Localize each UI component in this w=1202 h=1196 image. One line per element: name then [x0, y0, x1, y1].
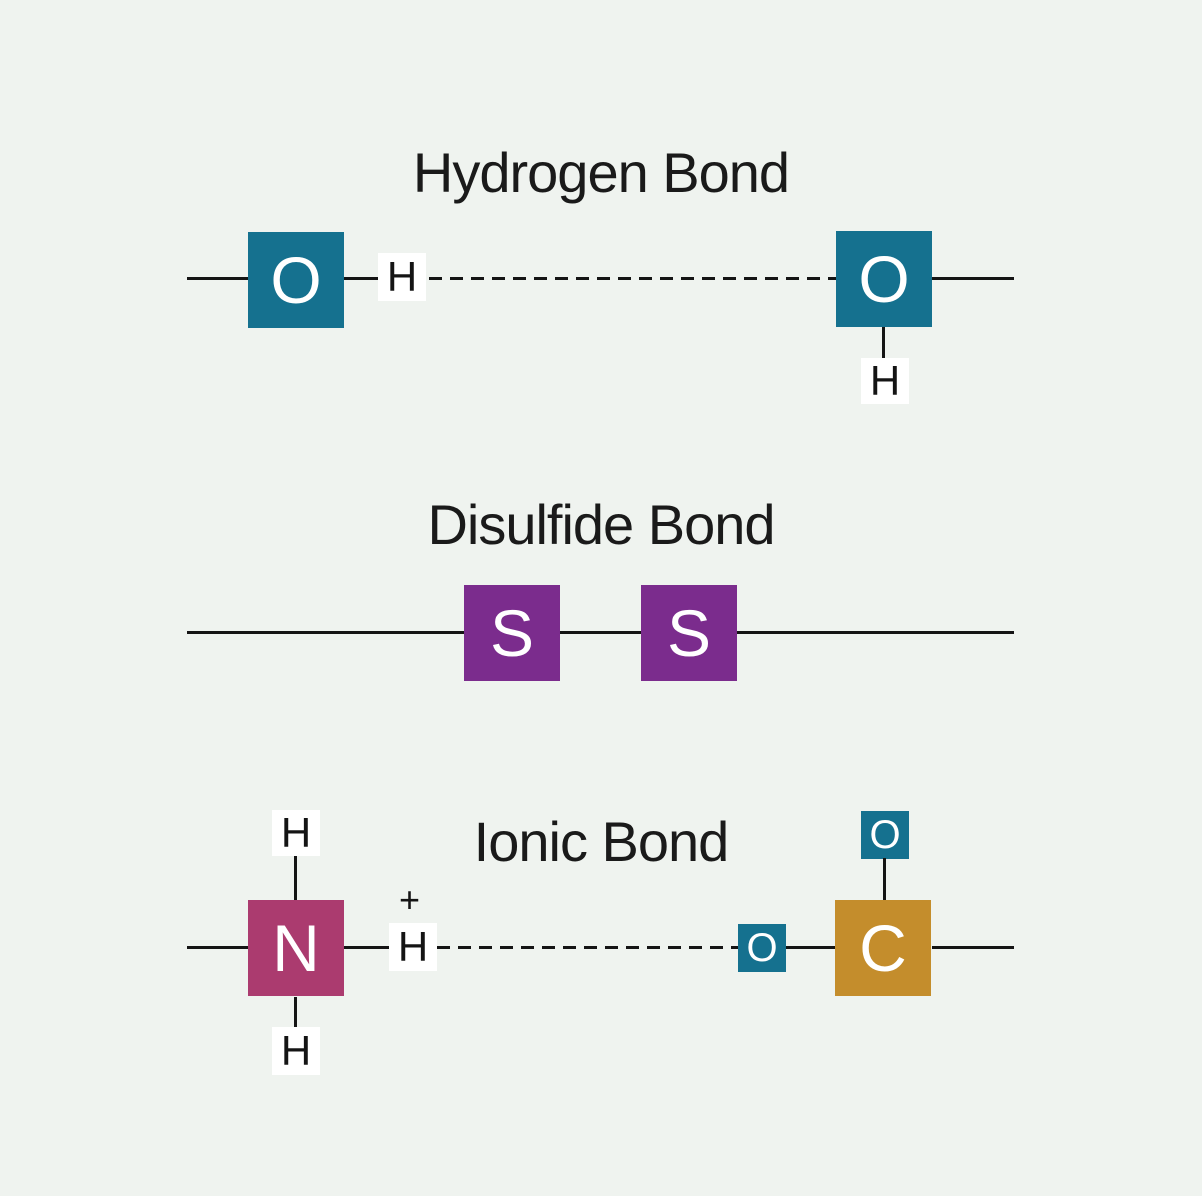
n-h-bond-line-top — [294, 856, 297, 900]
backbone-line-right — [932, 946, 1014, 949]
nitrogen-symbol: N — [272, 911, 320, 985]
carbon-atom: C — [835, 900, 931, 996]
sulfur-atom-left: S — [464, 585, 560, 681]
oxygen-atom-left: O — [248, 232, 344, 328]
hydrogen-label-below: H — [861, 357, 909, 404]
hydrogen-symbol: H — [280, 1027, 312, 1074]
carbon-symbol: C — [859, 911, 907, 985]
hydrogen-symbol: H — [397, 923, 429, 970]
oxygen-symbol: O — [869, 812, 901, 857]
oxygen-symbol: O — [270, 243, 322, 317]
n-h-bond-line — [344, 946, 389, 949]
o-h-covalent-bond-line — [344, 277, 378, 280]
c-o-bond-line-top — [883, 858, 886, 900]
n-h-bond-line-bottom — [294, 997, 297, 1027]
oxygen-atom-right: O — [836, 231, 932, 327]
oxygen-symbol: O — [746, 925, 778, 970]
ionic-bond-dashed-line — [437, 946, 738, 949]
hydrogen-symbol: H — [386, 253, 418, 300]
sulfur-atom-right: S — [641, 585, 737, 681]
hydrogen-bond-title: Hydrogen Bond — [412, 141, 790, 204]
backbone-line-left — [187, 946, 248, 949]
o-h-bond-line-below — [882, 327, 885, 358]
o-c-bond-line — [786, 946, 835, 949]
hydrogen-symbol: H — [280, 809, 312, 856]
hydrogen-label-bottom: H — [272, 1027, 320, 1075]
sulfur-symbol: S — [489, 596, 535, 670]
oxygen-atom-small: O — [738, 924, 786, 972]
backbone-line-left — [187, 631, 464, 634]
hydrogen-bond-dashed-line — [429, 277, 836, 280]
s-s-bond-line — [560, 631, 641, 634]
backbone-line-right — [932, 277, 1014, 280]
oxygen-symbol: O — [858, 242, 910, 316]
ionic-bond-title: Ionic Bond — [473, 810, 730, 873]
hydrogen-symbol: H — [869, 357, 901, 404]
hydrogen-label-inline: H — [378, 253, 426, 301]
sulfur-symbol: S — [666, 596, 712, 670]
oxygen-atom-top: O — [861, 811, 909, 859]
disulfide-bond-title: Disulfide Bond — [427, 493, 775, 556]
backbone-line-right — [737, 631, 1014, 634]
nitrogen-atom: N — [248, 900, 344, 996]
hydrogen-label-top: H — [272, 809, 320, 856]
positive-charge-sign: + — [399, 879, 421, 920]
hydrogen-label-charged: H — [389, 923, 437, 971]
backbone-line-left — [187, 277, 248, 280]
